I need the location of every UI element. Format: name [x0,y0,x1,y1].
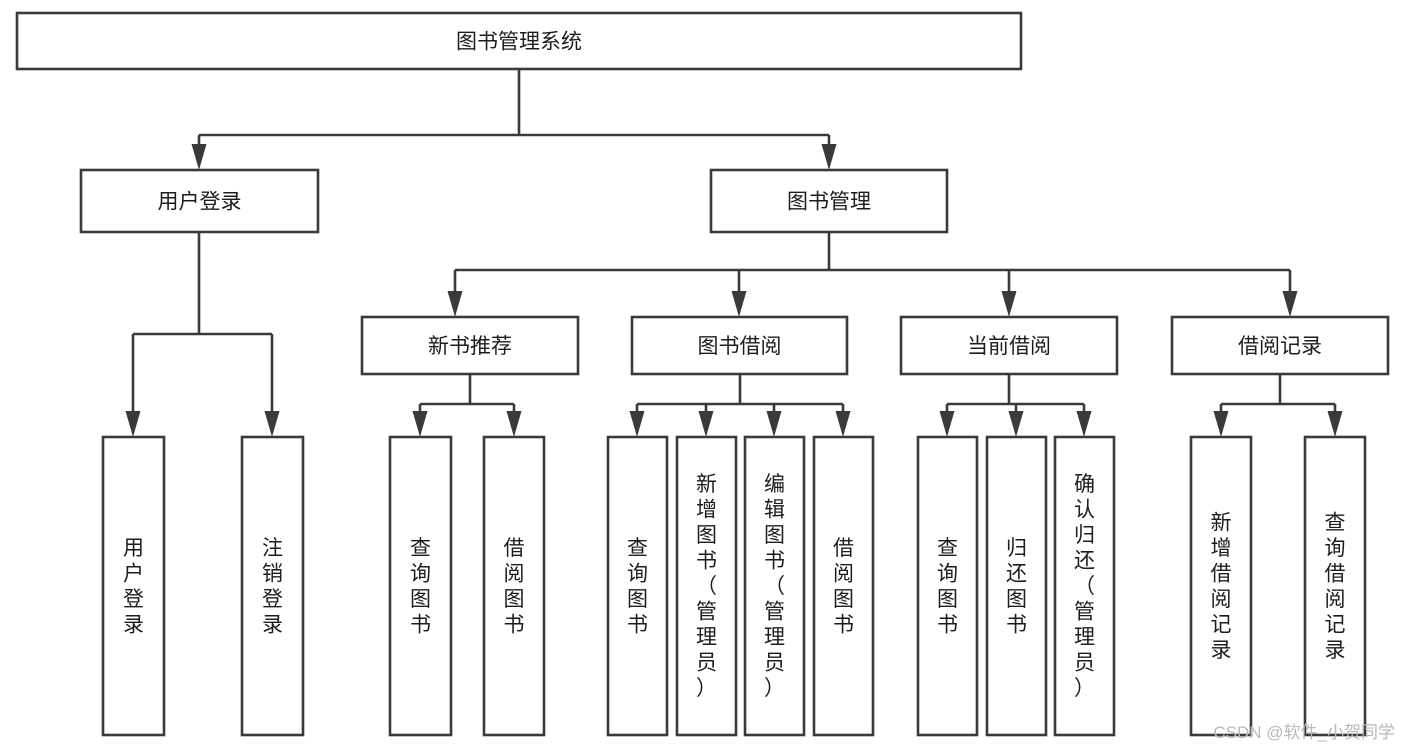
book-borrow-branch-1-head [698,411,714,437]
node-book-manage-box[interactable] [709,168,949,234]
node-user-login[interactable]: 用户登录 [79,168,320,234]
node-leaf-edit-book-box[interactable] [743,435,806,737]
node-leaf-query-book-3-box[interactable] [916,435,979,737]
node-new-book-rec-label: 新书推荐 [428,335,512,358]
book-manage-branch-2-head [1001,291,1017,317]
current-borrow-branch-0-head [939,411,955,437]
node-leaf-add-book-label: 新增图书（管理员） [696,473,717,700]
new-book-rec-branch-1-head [506,411,522,437]
node-leaf-query-record[interactable]: 查询借阅记录 [1303,435,1367,737]
node-leaf-confirm-return[interactable]: 确认归还（管理员） [1053,435,1116,737]
node-root-system-label: 图书管理系统 [456,31,582,54]
node-leaf-return-book-box[interactable] [985,435,1048,737]
node-leaf-query-book-1-box[interactable] [388,435,453,737]
node-leaf-edit-book[interactable]: 编辑图书（管理员） [743,435,806,737]
node-leaf-add-record-label: 新增借阅记录 [1211,511,1232,662]
node-current-borrow[interactable]: 当前借阅 [899,315,1119,376]
node-leaf-return-book-label: 归还图书 [1006,537,1027,637]
node-leaf-query-book-1-label: 查询图书 [410,537,431,637]
node-leaf-add-book[interactable]: 新增图书（管理员） [675,435,738,737]
user-login-branch-0-head [125,411,141,437]
nodes-layer: 图书管理系统用户登录图书管理新书推荐图书借阅当前借阅借阅记录用户登录注销登录查询… [15,11,1390,737]
node-leaf-confirm-return-box[interactable] [1053,435,1116,737]
borrow-record-branch-0-head [1213,411,1229,437]
node-current-borrow-box[interactable] [899,315,1119,376]
node-borrow-record[interactable]: 借阅记录 [1170,315,1390,376]
book-borrow-branch-0-head [629,411,645,437]
node-user-login-box[interactable] [79,168,320,234]
node-leaf-query-book-2-label: 查询图书 [627,537,648,637]
node-leaf-borrow-book-1-label: 借阅图书 [504,537,525,637]
node-leaf-query-book-2-box[interactable] [606,435,669,737]
node-leaf-logout[interactable]: 注销登录 [240,435,305,737]
root-branch-0-head [191,144,207,170]
book-manage-branch-0-head [447,291,463,317]
borrow-record-branch-1-head [1327,411,1343,437]
node-leaf-query-book-1[interactable]: 查询图书 [388,435,453,737]
node-leaf-query-record-box[interactable] [1303,435,1367,737]
node-borrow-record-label: 借阅记录 [1238,335,1322,358]
node-leaf-user-login[interactable]: 用户登录 [101,435,166,737]
node-leaf-query-record-label: 查询借阅记录 [1325,511,1346,662]
node-leaf-add-book-box[interactable] [675,435,738,737]
node-book-borrow-box[interactable] [630,315,849,376]
connectors-layer [125,69,1343,437]
node-leaf-borrow-book-1[interactable]: 借阅图书 [482,435,546,737]
node-leaf-confirm-return-label: 确认归还（管理员） [1074,473,1095,700]
node-leaf-edit-book-label: 编辑图书（管理员） [764,473,785,700]
node-new-book-rec[interactable]: 新书推荐 [360,315,580,376]
node-leaf-add-record-box[interactable] [1189,435,1253,737]
node-borrow-record-box[interactable] [1170,315,1390,376]
node-book-manage[interactable]: 图书管理 [709,168,949,234]
root-branch-1-head [821,144,837,170]
node-leaf-user-login-label: 用户登录 [123,537,144,637]
node-leaf-query-book-2[interactable]: 查询图书 [606,435,669,737]
book-borrow-branch-3-head [835,411,851,437]
node-user-login-label: 用户登录 [158,191,242,214]
book-manage-branch-3-head [1282,291,1298,317]
node-leaf-borrow-book-2[interactable]: 借阅图书 [812,435,875,737]
node-leaf-query-book-3[interactable]: 查询图书 [916,435,979,737]
book-manage-branch-1-head [731,291,747,317]
node-leaf-logout-box[interactable] [240,435,305,737]
book-borrow-branch-2-head [766,411,782,437]
node-root-system-box[interactable] [15,11,1023,71]
node-book-borrow[interactable]: 图书借阅 [630,315,849,376]
node-leaf-borrow-book-2-label: 借阅图书 [833,537,854,637]
node-leaf-borrow-book-2-box[interactable] [812,435,875,737]
node-root-system[interactable]: 图书管理系统 [15,11,1023,71]
node-leaf-borrow-book-1-box[interactable] [482,435,546,737]
node-leaf-query-book-3-label: 查询图书 [937,537,958,637]
node-book-manage-label: 图书管理 [787,191,871,214]
current-borrow-branch-1-head [1008,411,1024,437]
node-current-borrow-label: 当前借阅 [967,335,1051,358]
node-book-borrow-label: 图书借阅 [698,335,782,358]
current-borrow-branch-2-head [1076,411,1092,437]
new-book-rec-branch-0-head [412,411,428,437]
node-leaf-logout-label: 注销登录 [262,537,283,637]
node-new-book-rec-box[interactable] [360,315,580,376]
node-leaf-add-record[interactable]: 新增借阅记录 [1189,435,1253,737]
node-leaf-return-book[interactable]: 归还图书 [985,435,1048,737]
user-login-branch-1-head [264,411,280,437]
node-leaf-user-login-box[interactable] [101,435,166,737]
